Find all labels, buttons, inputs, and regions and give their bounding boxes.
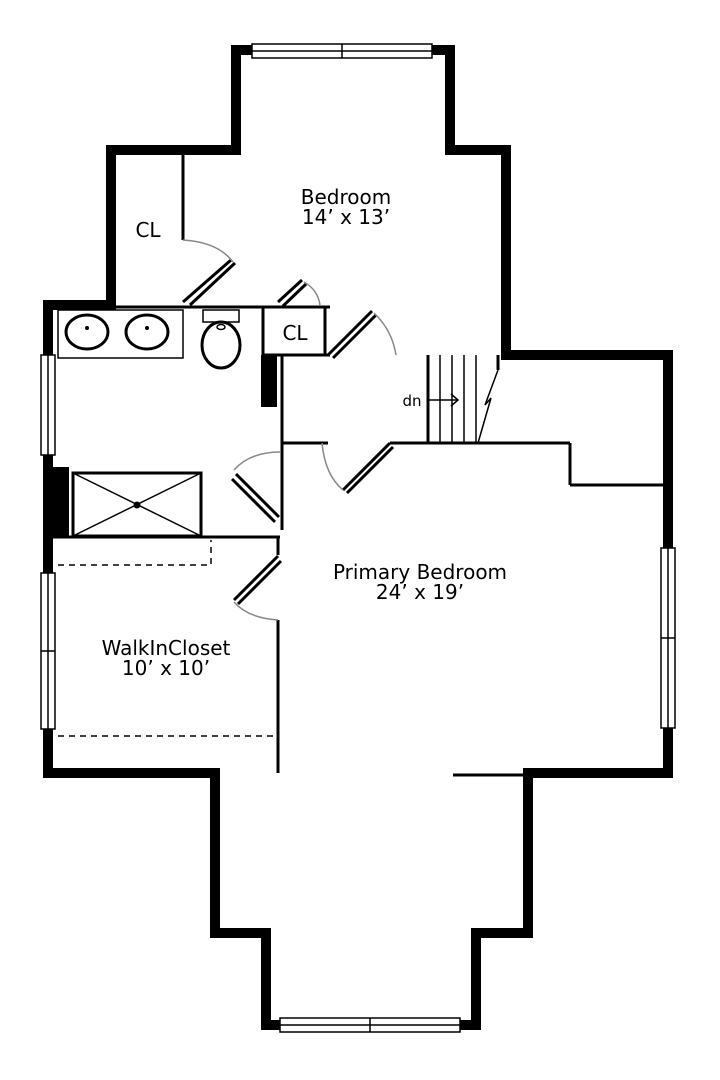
closet-left-label: CL	[135, 218, 161, 242]
staircase	[426, 355, 500, 444]
door-closet-right	[276, 278, 321, 308]
primary-bedroom-size: 24’ x 19’	[376, 580, 464, 604]
door-bedroom-closet	[182, 239, 237, 307]
bedroom-size: 14’ x 13’	[302, 205, 390, 229]
toilet	[200, 309, 242, 370]
exterior-wall	[43, 45, 673, 1030]
window-top	[251, 43, 433, 59]
bedroom-name: Bedroom	[301, 185, 391, 209]
wall-pier	[53, 467, 69, 537]
window-right	[660, 547, 676, 729]
vanity	[57, 309, 184, 359]
walkin-closet-size: 10’ x 10’	[122, 656, 210, 680]
door-bedroom	[326, 309, 397, 360]
closet-right-label: CL	[282, 321, 308, 345]
door-bath	[230, 451, 281, 524]
wall-pier	[261, 355, 277, 407]
sink-left	[64, 313, 110, 351]
stairs-down-label: dn	[402, 392, 421, 410]
primary-bedroom-name: Primary Bedroom	[333, 560, 507, 584]
window-bottom	[279, 1017, 461, 1033]
walkin-closet-name: WalkInCloset	[102, 636, 231, 660]
window-left-closet	[40, 572, 56, 730]
interior-walls	[53, 155, 665, 777]
door-stair-hall	[321, 441, 395, 495]
sink-right	[124, 313, 170, 351]
window-left-bath	[40, 354, 56, 456]
closet-shelves	[58, 540, 278, 737]
shower	[71, 471, 203, 538]
door-walkin	[232, 554, 283, 621]
